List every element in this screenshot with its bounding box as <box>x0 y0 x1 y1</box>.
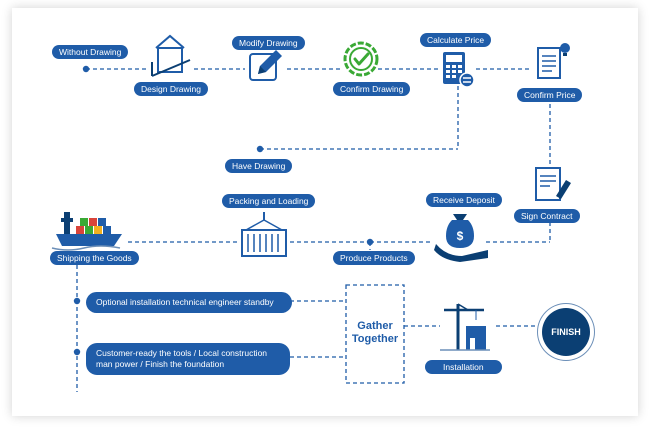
step-design-drawing: Design Drawing <box>134 82 208 96</box>
step-have-drawing: Have Drawing <box>225 159 293 173</box>
container-crane-icon <box>241 212 287 257</box>
check-badge-icon <box>343 41 379 77</box>
contract-icon <box>535 167 571 201</box>
step-sign-contract: Sign Contract <box>514 209 580 223</box>
step-optional-installation: Optional installation technical engineer… <box>86 292 292 313</box>
step-shipping-goods: Shipping the Goods <box>50 251 139 265</box>
step-customer-ready: Customer-ready the tools / Local constru… <box>86 343 290 375</box>
cargo-ship-icon <box>51 212 122 251</box>
connector-dot <box>82 65 90 73</box>
connector-dot <box>73 297 81 305</box>
gather-box <box>345 284 405 384</box>
step-confirm-price: Confirm Price <box>517 88 583 102</box>
step-confirm-drawing: Confirm Drawing <box>333 82 411 96</box>
svg-text:$: $ <box>457 229 464 243</box>
tower-crane-icon <box>440 303 490 351</box>
blueprint-icon <box>151 34 191 77</box>
step-produce-products: Produce Products <box>333 251 415 265</box>
step-calculate-price: Calculate Price <box>420 33 492 47</box>
step-installation: Installation <box>425 360 502 374</box>
price-document-icon <box>537 43 570 79</box>
gather-together-label: Gather Together <box>351 320 399 345</box>
step-packing-loading: Packing and Loading <box>222 194 316 208</box>
connector-dot <box>366 238 374 246</box>
connector-dot <box>73 348 81 356</box>
money-bag-icon: $ <box>434 214 488 262</box>
finish-badge: FINISH <box>542 308 590 356</box>
step-without-drawing: Without Drawing <box>52 45 129 59</box>
calculator-icon <box>443 52 475 88</box>
step-receive-deposit: Receive Deposit <box>426 193 502 207</box>
step-modify-drawing: Modify Drawing <box>232 36 305 50</box>
pencil-edit-icon <box>249 50 282 81</box>
connector-dot <box>256 145 264 153</box>
